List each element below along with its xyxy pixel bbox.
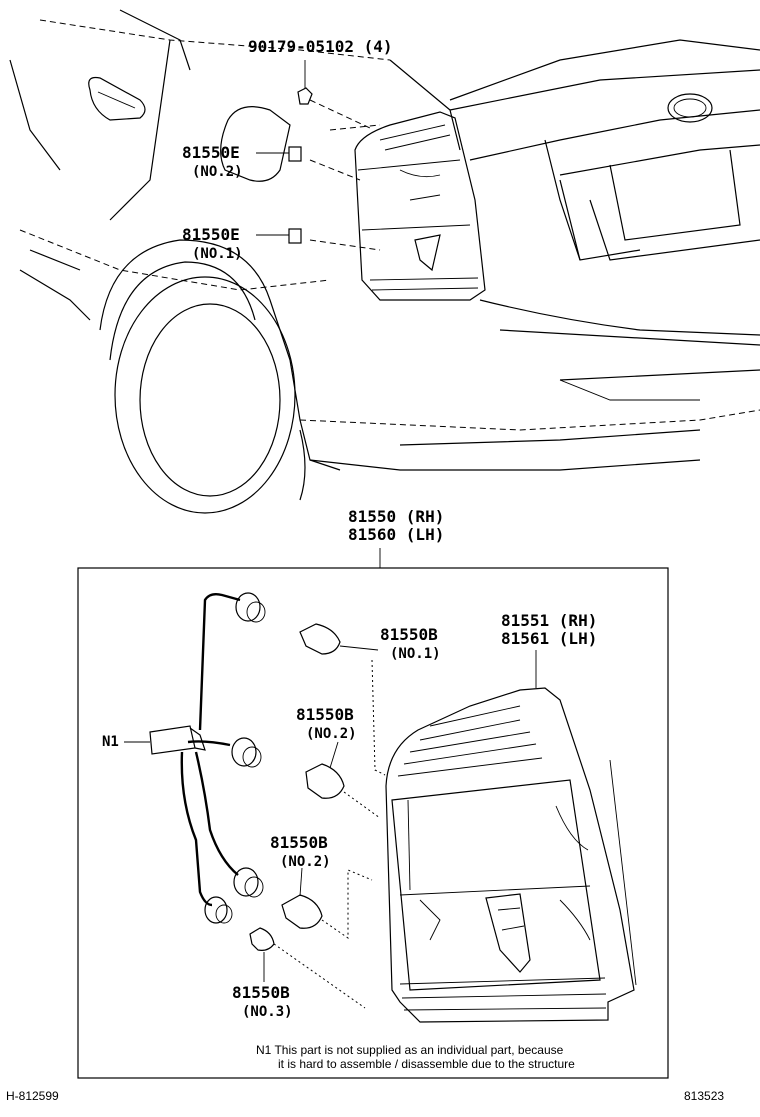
bulb-no1-part-number: 81550B [380,625,438,644]
note-line-2: it is hard to assemble / disassemble due… [278,1057,575,1071]
bulb-no2a-part-number: 81550B [296,705,354,724]
socket-no2-icon [256,146,302,162]
assembly-lh-part-number: 81560 (LH) [348,525,444,544]
wire-harness [149,592,241,907]
bulb-no3-part-number: 81550B [232,983,290,1002]
diagram-id-right: 813523 [684,1089,724,1103]
assembly-detail-frame [77,567,669,1079]
bulb-no1-icon [299,623,379,655]
assembly-rh-part-number: 81550 (RH) [348,507,444,526]
socket-no1-part-number: 81550E [182,225,240,244]
socket-no1-sub-label: (NO.1) [192,246,243,262]
bulb-no2b-icon [281,867,323,929]
lens-lh-part-number: 81561 (LH) [501,629,597,648]
bulb-socket-lower-icon [233,867,264,898]
bulb-no2b-part-number: 81550B [270,833,328,852]
socket-no2-sub-label: (NO.2) [192,164,243,180]
bulb-no2a-icon [305,741,345,799]
note-line-1: N1 This part is not supplied as an indiv… [256,1043,564,1057]
bulb-no1-sub-label: (NO.1) [390,646,441,662]
clip-icon [297,60,371,129]
socket-no1-icon [256,228,302,244]
clip-part-number: 90179-05102 (4) [248,37,393,56]
bulb-no2a-sub-label: (NO.2) [306,726,357,742]
bulb-no3-icon [249,927,275,982]
diagram-id-left: H-812599 [6,1089,59,1103]
lens-rh-part-number: 81551 (RH) [501,611,597,630]
n1-label: N1 [102,734,119,750]
vehicle-rear-illustration [9,9,760,514]
bulb-socket-upper-icon [235,592,266,623]
tail-lamp-lens-icon [385,650,637,1023]
bulb-socket-bottom-icon [204,896,233,924]
bulb-no2b-sub-label: (NO.2) [280,854,331,870]
bulb-socket-middle-icon [231,737,262,768]
socket-no2-part-number: 81550E [182,143,240,162]
bulb-no3-sub-label: (NO.3) [242,1004,293,1020]
